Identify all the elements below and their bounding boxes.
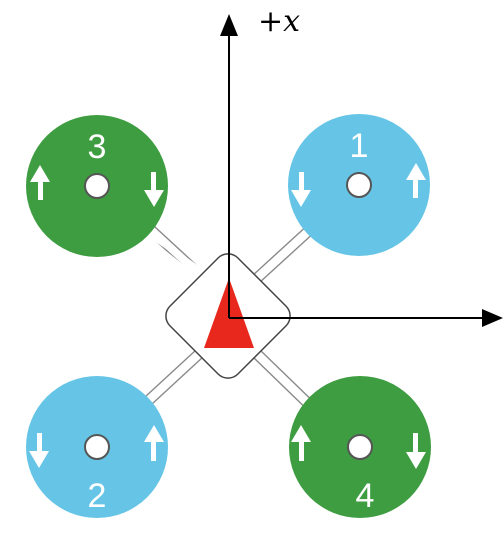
motor-3-left-rotation-arrow-icon (30, 165, 50, 200)
motor-4-left-rotation-arrow-icon (291, 425, 311, 461)
motor-2-right-rotation-arrow-icon (144, 425, 164, 461)
coordinate-axes (220, 14, 503, 327)
motor-3-hub (84, 173, 110, 199)
x-axis-arrowhead-icon (220, 14, 238, 36)
y-axis-arrowhead-icon (482, 309, 503, 327)
motor-2-hub (84, 434, 110, 460)
motor-2-number: 2 (88, 477, 107, 515)
x-axis-label: +x (258, 4, 300, 39)
motor-3-right-rotation-arrow-icon (144, 172, 164, 207)
motor-4-right-rotation-arrow-icon (406, 433, 426, 469)
motor-1-number: 1 (350, 127, 369, 165)
motor-1-right-rotation-arrow-icon (406, 163, 426, 198)
motor-3-number: 3 (88, 128, 107, 166)
motor-4: 4 (289, 376, 431, 518)
motor-3: 3 (26, 115, 168, 257)
motor-4-number: 4 (356, 477, 375, 515)
motor-1-hub (346, 172, 372, 198)
motor-1-left-rotation-arrow-icon (291, 172, 311, 207)
motor-2-left-rotation-arrow-icon (29, 433, 49, 468)
motor-1: 1 (288, 114, 430, 256)
motor-4-hub (347, 434, 373, 460)
motor-2: 2 (26, 376, 168, 518)
